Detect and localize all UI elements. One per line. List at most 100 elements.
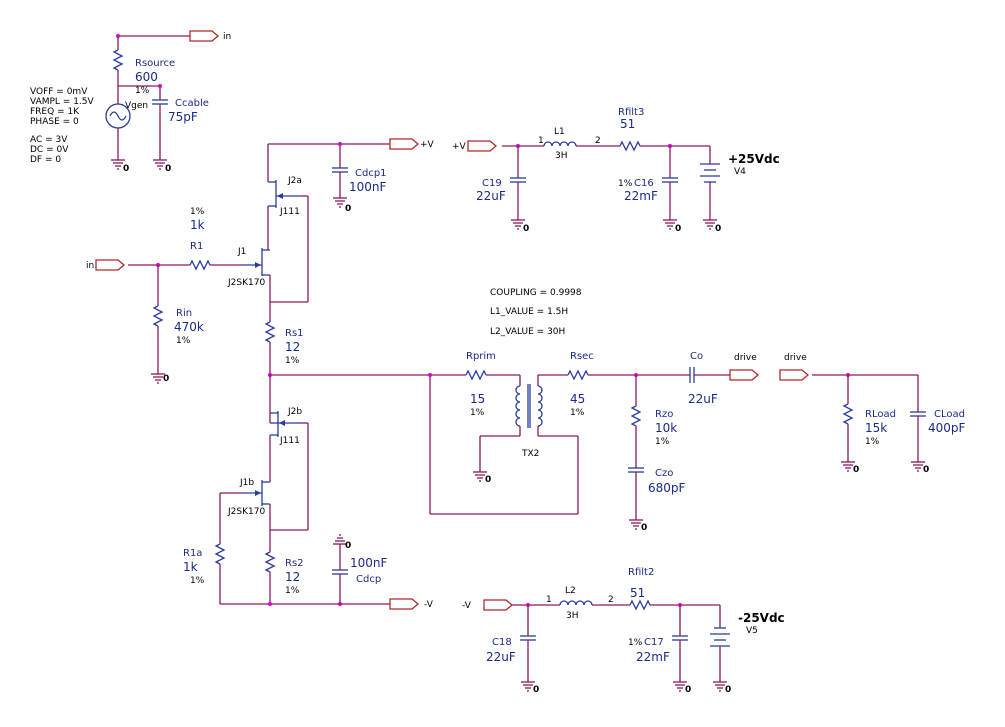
rzo-tol: 1%: [655, 437, 670, 447]
v5-name: V5: [746, 626, 758, 636]
v4-name: V4: [734, 167, 746, 177]
j2b-model: J111: [279, 436, 300, 446]
j2a-name: J2a: [287, 176, 302, 186]
rsec-tol: 1%: [570, 408, 585, 418]
offpage-vneg-supply: [483, 599, 514, 611]
vgen-param: VAMPL = 1.5V: [30, 97, 95, 107]
rin-value: 470k: [174, 320, 204, 334]
v5-value: -25Vdc: [738, 611, 785, 625]
rsource-value: 600: [135, 70, 158, 84]
gnd-label: 0: [485, 475, 491, 485]
offpage-vpos-upper: [389, 138, 420, 150]
l2-value: 3H: [566, 611, 579, 621]
rsec-name: Rsec: [570, 351, 594, 362]
c17-name: C17: [644, 637, 664, 648]
l1-inductor-symbol: [543, 141, 577, 147]
l1-pin1: 1: [538, 136, 544, 146]
rfilt3-value: 51: [620, 117, 635, 131]
signal-source-section: [105, 34, 190, 170]
rin-name: Rin: [176, 308, 192, 319]
gnd-label: 0: [533, 685, 539, 695]
rin-tol: 1%: [176, 336, 191, 346]
j1b-name: J1b: [239, 478, 254, 488]
c16-value: 22mF: [624, 189, 658, 203]
cdcp1-name: Cdcp1: [355, 168, 387, 179]
j2a-model: J111: [279, 207, 300, 217]
offpage-drive-out-label: drive: [734, 353, 757, 363]
c19-name: C19: [482, 178, 502, 189]
offpage-vneg-lower: [389, 598, 420, 610]
l2-name: L2: [565, 586, 576, 596]
rfilt2-value: 51: [630, 586, 645, 600]
vgen-param: VOFF = 0mV: [30, 87, 88, 97]
r1-tol: 1%: [190, 207, 205, 217]
j1-name: J1: [237, 247, 246, 257]
cdcp1-value: 100nF: [349, 180, 387, 194]
gnd-label: 0: [685, 685, 691, 695]
vgen-name: Vgen: [125, 101, 148, 111]
rprim-tol: 1%: [470, 408, 485, 418]
gnd-label: 0: [165, 164, 171, 174]
j2b-name: J2b: [287, 407, 302, 417]
rs1-tol: 1%: [285, 356, 300, 366]
rs2-tol: 1%: [285, 586, 300, 596]
l2-inductor-symbol: [559, 600, 593, 606]
rsource-name: Rsource: [135, 58, 175, 69]
gnd-label: 0: [123, 164, 129, 174]
vgen-param: FREQ = 1K: [30, 107, 80, 117]
vgen-parameters: VOFF = 0mV VAMPL = 1.5V FREQ = 1K PHASE …: [30, 87, 95, 165]
l1-value: 3H: [555, 151, 568, 161]
l2-pin1: 1: [546, 595, 552, 605]
rzo-value: 10k: [655, 421, 677, 435]
rsec-value: 45: [570, 392, 585, 406]
gnd-label: 0: [853, 465, 859, 475]
rload-tol: 1%: [865, 437, 880, 447]
co-value: 22uF: [688, 392, 718, 406]
r1a-name: R1a: [183, 548, 202, 559]
r1-name: R1: [190, 241, 203, 252]
gnd-label: 0: [923, 465, 929, 475]
gnd-label: 0: [675, 224, 681, 234]
r1a-value: 1k: [183, 560, 198, 574]
l1-name: L1: [554, 127, 565, 137]
offpage-in-top: [189, 30, 220, 42]
c18-value: 22uF: [486, 650, 516, 664]
negative-supply-section: [512, 600, 730, 692]
cdcp-value: 100nF: [350, 556, 388, 570]
vgen-param: DC = 0V: [30, 145, 69, 155]
j1b-model: J2SK170: [227, 507, 265, 517]
tx2-name: TX2: [521, 449, 539, 459]
lower-jfet-section: [215, 373, 466, 606]
l1-pin2: 2: [595, 136, 601, 146]
gnd-label: 0: [715, 224, 721, 234]
cdcp-name: Cdcp: [356, 574, 381, 585]
j1-model: J2SK170: [227, 278, 265, 288]
rsource-tol: 1%: [135, 86, 150, 96]
v4-value: +25Vdc: [728, 152, 780, 166]
rfilt3-name: Rfilt3: [618, 107, 644, 118]
rs1-name: Rs1: [285, 328, 304, 339]
rprim-value: 15: [470, 392, 485, 406]
rprim-name: Rprim: [466, 351, 496, 362]
offpage-drive-in-label: drive: [784, 353, 807, 363]
gnd-label: 0: [163, 374, 169, 384]
vgen-param: AC = 3V: [30, 135, 68, 145]
tx2-secondary-symbol: [537, 385, 543, 427]
gnd-label: 0: [345, 204, 351, 214]
offpage-vpos-supply: [467, 140, 498, 152]
c18-name: C18: [492, 637, 512, 648]
czo-name: Czo: [655, 468, 673, 479]
offpage-in-input-label: in: [86, 261, 94, 271]
load-section: [812, 373, 927, 472]
rs2-name: Rs2: [285, 558, 304, 569]
l2-pin2: 2: [608, 595, 614, 605]
ccable-value: 75pF: [168, 110, 198, 124]
gnd-label: 0: [523, 224, 529, 234]
rzo-name: Rzo: [655, 409, 673, 420]
c16-name: C16: [634, 178, 654, 189]
vgen-param: DF = 0: [30, 155, 61, 165]
offpage-vneg-supply-label: -V: [462, 601, 472, 611]
gnd-label: 0: [641, 523, 647, 533]
rload-name: RLoad: [865, 409, 896, 420]
